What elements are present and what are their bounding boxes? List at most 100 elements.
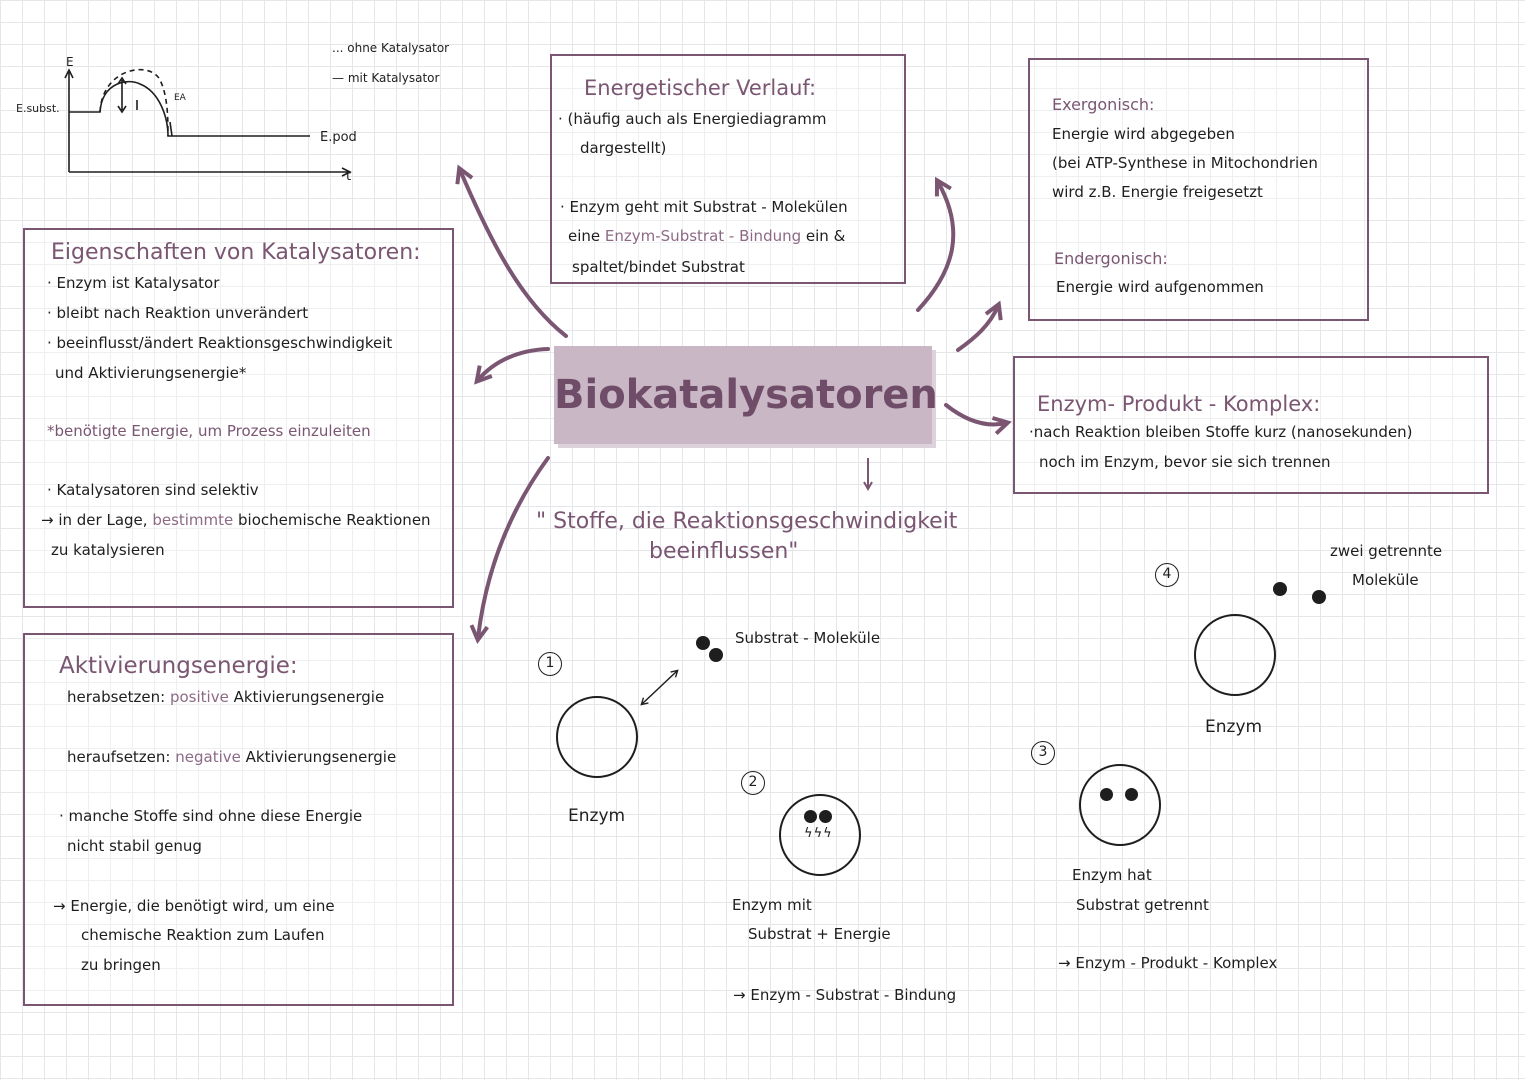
step-4-enzyme-label: Enzym [1205,717,1263,737]
step-1-enzyme-label: Enzym [568,806,626,826]
step-2-label-line-2: Substrat + Energie [748,925,891,943]
step-1-enzyme-circle [556,696,638,778]
activation-line-2-post: Aktivierungsenergie [240,748,397,766]
substrate-molecule-dot-1 [696,636,710,650]
definition-line-2: beeinflussen" [649,539,799,564]
exergonic-line-3: wird z.B. Energie freigesetzt [1052,183,1263,201]
arrow-to-properties [474,347,550,385]
product-complex-line-2: noch im Enzym, bevor sie sich trennen [1039,453,1331,471]
exergonic-box: Exergonisch: Energie wird abgegeben (bei… [1028,58,1369,321]
energetic-line-4: eine Enzym-Substrat - Bindung ein & [568,229,845,244]
central-topic-box: Biokatalysatoren [554,346,938,444]
ea-bracket [169,121,173,137]
energetic-process-box: Energetischer Verlauf: · (häufig auch al… [550,54,906,284]
released-molecule-dot-1 [1273,582,1287,596]
properties-footnote: *benötigte Energie, um Prozess einzuleit… [47,422,371,440]
separated-molecules-label-1: zwei getrennte [1330,542,1443,560]
enzyme-substrate-binding-highlight: Enzym-Substrat - Bindung [604,227,802,245]
properties-line-2: · bleibt nach Reaktion unverändert [47,304,309,322]
activation-line-6: chemische Reaktion zum Laufen [81,926,325,944]
activation-line-2-pre: heraufsetzen: [67,748,176,766]
double-arrow-step1 [640,669,679,706]
legend-with-catalyst: — mit Katalysator [332,71,440,85]
step-2-enzyme-circle [779,794,861,876]
activation-line-1-pre: herabsetzen: [67,688,170,706]
energy-spark-icon: ϟϟϟ [804,826,833,841]
step-1-number: 1 [538,652,562,676]
separated-molecules-label-2: Moleküle [1352,571,1419,589]
step-3-result: → Enzym - Produkt - Komplex [1058,954,1278,972]
central-topic-title: Biokatalysatoren [554,372,938,418]
substrate-molecule-dot-2 [709,648,723,662]
properties-line-7: → in der Lage, bestimmte biochemische Re… [41,513,431,528]
endergonic-line-1: Energie wird aufgenommen [1056,278,1264,296]
substrate-energy-label: E.subst. [16,102,60,115]
bound-substrate-dot-2 [819,810,832,823]
arrow-to-energy-diagram [455,164,568,338]
step-3-enzyme-circle [1079,764,1161,846]
catalyst-properties-title: Eigenschaften von Katalysatoren: [51,240,421,265]
activation-line-4: nicht stabil genug [67,837,202,855]
energetic-line-3: · Enzym geht mit Substrat - Molekülen [560,198,848,216]
released-molecule-dot-2 [1312,590,1326,604]
arrow-to-product-complex [944,403,1012,436]
energy-diagram: E E.subst. EA E.pod t ... ohne Katalysat… [16,41,449,184]
product-complex-box: Enzym- Produkt - Komplex: ·nach Reaktion… [1013,356,1489,494]
properties-line-7-post: biochemische Reaktionen [233,511,431,529]
step-2-result: → Enzym - Substrat - Bindung [733,986,957,1004]
exergonic-line-2: (bei ATP-Synthese in Mitochondrien [1052,154,1318,172]
uncatalyzed-curve [99,68,169,137]
step-3-label-line-2: Substrat getrennt [1076,896,1209,914]
exergonic-title: Exergonisch: [1052,95,1155,114]
energetic-line-2: dargestellt) [580,139,667,157]
energetic-line-4-post: ein & [801,227,846,245]
activation-energy-title: Aktivierungsenergie: [59,653,298,679]
ea-arrow-1 [117,76,127,114]
product-complex-title: Enzym- Produkt - Komplex: [1037,392,1321,416]
properties-line-7-pre: → in der Lage, [41,511,153,529]
activation-line-3: · manche Stoffe sind ohne diese Energie [59,807,363,825]
activation-line-2: heraufsetzen: negative Aktivierungsenerg… [67,750,396,765]
energetic-line-4-pre: eine [568,227,605,245]
arrow-to-activation [469,456,550,644]
exergonic-line-1: Energie wird abgegeben [1052,125,1235,143]
step-4-enzyme-circle [1194,614,1276,696]
activation-energy-box: Aktivierungsenergie: herabsetzen: positi… [23,633,454,1006]
properties-line-6: · Katalysatoren sind selektiv [47,481,259,499]
properties-line-4: und Aktivierungsenergie* [55,364,247,382]
energetic-process-title: Energetischer Verlauf: [584,76,817,100]
activation-line-7: zu bringen [81,956,161,974]
product-energy-label: E.pod [320,130,357,145]
separated-product-dot-2 [1125,788,1138,801]
activation-energy-label: EA [174,93,187,103]
properties-line-3: · beeinflusst/ändert Reaktionsgeschwindi… [47,334,393,352]
catalyzed-curve [69,80,310,137]
energetic-line-1: · (häufig auch als Energiediagramm [558,110,827,128]
activation-line-5: → Energie, die benötigt wird, um eine [53,897,335,915]
step-3-number: 3 [1031,741,1055,765]
catalyst-properties-box: Eigenschaften von Katalysatoren: · Enzym… [23,228,454,608]
substrate-molecules-label: Substrat - Moleküle [735,629,881,647]
legend-without-catalyst: ... ohne Katalysator [332,41,449,55]
properties-line-1: · Enzym ist Katalysator [47,274,220,292]
y-axis-head [64,68,74,79]
y-axis-label: E [66,55,74,69]
endergonic-title: Endergonisch: [1054,249,1168,268]
step-3-label-line-1: Enzym hat [1072,866,1152,884]
properties-line-8: zu katalysieren [51,541,165,559]
step-2-number: 2 [741,771,765,795]
energetic-line-5: spaltet/bindet Substrat [572,258,745,276]
step-4-number: 4 [1155,563,1179,587]
arrow-to-exergonic-box [956,300,1003,352]
negative-highlight: negative [175,748,241,766]
x-axis-label: t [346,169,351,184]
activation-line-1-post: Aktivierungsenergie [228,688,385,706]
arrow-to-energetic-box [916,176,956,312]
x-axis-head [341,167,352,177]
step-2-label-line-1: Enzym mit [732,896,812,914]
product-complex-line-1: ·nach Reaktion bleiben Stoffe kurz (nano… [1029,423,1413,441]
definition-line-1: " Stoffe, die Reaktionsgeschwindigkeit [536,509,958,534]
selective-highlight: bestimmte [152,511,234,529]
activation-line-1: herabsetzen: positive Aktivierungsenergi… [67,690,384,705]
